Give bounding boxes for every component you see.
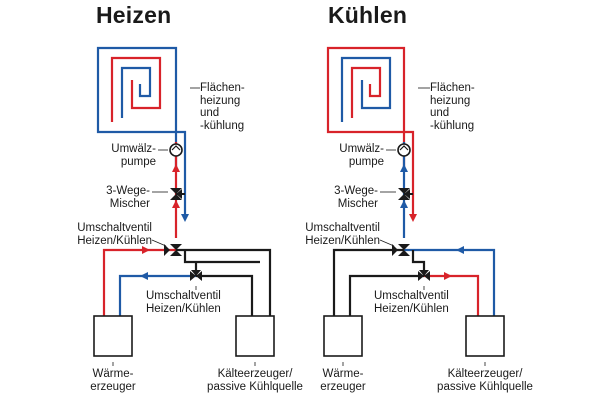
flow-arrow-supply-1 [400,164,408,172]
flow-arrow-cool-return [444,272,452,280]
flow-arrow-supply-2 [400,200,408,208]
flow-arrow-return [181,214,189,222]
flow-arrow-heat-ret [140,272,148,280]
switch-valve-upper-icon [164,244,182,256]
heizen-pipe-network [102,248,272,316]
mixer-valve-icon [170,188,182,200]
switch-valve-lower-icon [190,270,202,281]
cool-generator-box [465,315,505,357]
panel-title-heizen: Heizen [96,2,172,28]
pump-icon [169,143,183,157]
heat-gen-supply [102,248,176,316]
coil-outer-blue [96,46,187,218]
label-leaders [112,87,256,366]
floor-cooling-coil [326,46,415,218]
flow-arrow-supply-2 [172,200,180,208]
cool-generator-box [235,315,275,357]
label-mixer: 3-Wege-Mischer [106,185,150,210]
label-cool-generator: Kälteerzeuger/passive Kühlquelle [437,368,533,393]
coil-blue-loop [120,66,152,118]
label-heat-generator: Wärme-erzeuger [320,368,366,393]
cool-gen-supply [404,248,496,316]
connector [411,250,426,276]
mixer-valve-icon [398,188,410,200]
coil-red-loop [350,66,382,118]
panel-title-kuehlen: Kühlen [328,2,408,28]
label-heat-generator: Wärme-erzeuger [90,368,136,393]
label-mixer: 3-Wege-Mischer [334,185,378,210]
label-cool-generator: Kälteerzeuger/passive Kühlquelle [207,368,303,393]
heat-generator-box [323,315,363,357]
switch-valve-lower-icon [418,270,430,281]
pump-icon [397,143,411,157]
heat-gen-return [118,274,196,316]
label-pump: Umwälz-pumpe [111,143,156,168]
switch-valve-upper-icon [392,244,410,256]
flow-arrow-return [409,214,417,222]
flow-arrow-supply-1 [172,164,180,172]
heat-gen-pipes [332,248,424,316]
coil-outer-red [326,46,415,218]
heat-generator-box [93,315,133,357]
label-pump: Umwälz-pumpe [339,143,384,168]
cool-gen-return [424,274,480,316]
flow-arrow-heat-gen [142,246,150,254]
floor-heating-coil [96,46,187,218]
coil-red-loop [110,56,162,122]
label-leaders [342,87,486,366]
cool-gen-pipes [176,248,272,316]
kuehlen-pipe-network [332,248,496,316]
flow-arrow-cool-supply [456,246,464,254]
coil-blue-loop [340,56,392,122]
